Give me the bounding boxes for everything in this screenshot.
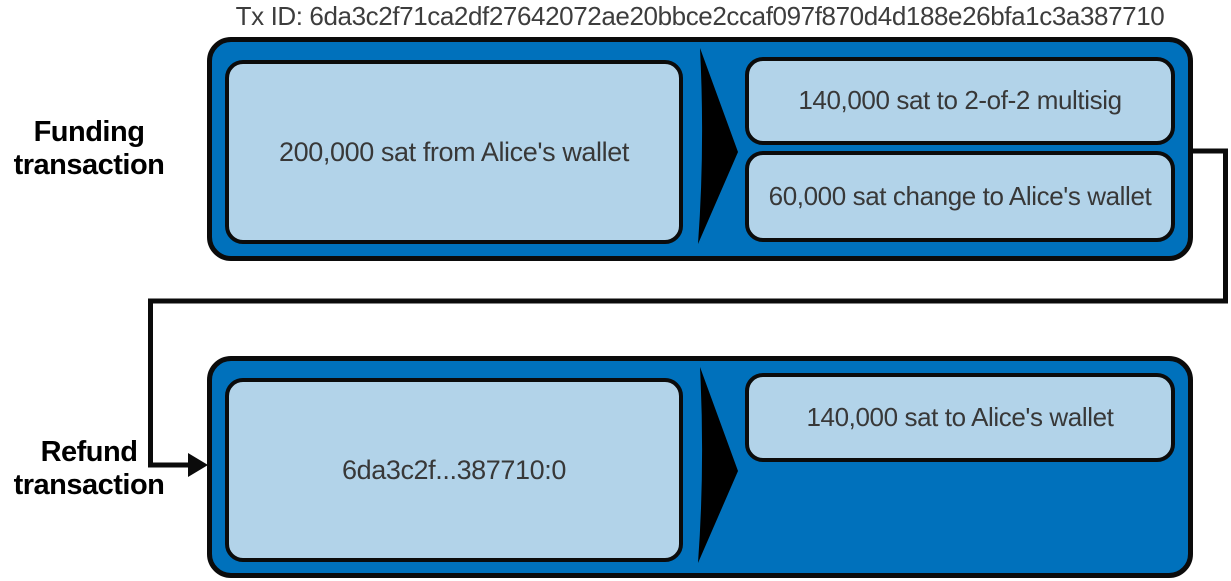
- funding-transaction-box: 200,000 sat from Alice's wallet 140,000 …: [207, 37, 1193, 261]
- funding-output-multisig-box: 140,000 sat to 2-of-2 multisig: [745, 57, 1175, 145]
- tx-arrow-icon: [698, 48, 738, 244]
- tx-arrow-icon: [698, 367, 738, 563]
- funding-input-box: 200,000 sat from Alice's wallet: [225, 60, 683, 244]
- funding-transaction-label: Funding transaction: [13, 116, 165, 182]
- refund-transaction-label: Refund transaction: [13, 436, 165, 502]
- refund-output-box: 140,000 sat to Alice's wallet: [745, 373, 1175, 462]
- refund-input-box: 6da3c2f...387710:0: [225, 378, 683, 562]
- funding-output-change-box: 60,000 sat change to Alice's wallet: [745, 151, 1175, 242]
- refund-transaction-box: 6da3c2f...387710:0 140,000 sat to Alice'…: [207, 356, 1193, 578]
- connector-arrowhead-icon: [188, 453, 208, 477]
- tx-id-title: Tx ID: 6da3c2f71ca2df27642072ae20bbce2cc…: [235, 1, 1165, 31]
